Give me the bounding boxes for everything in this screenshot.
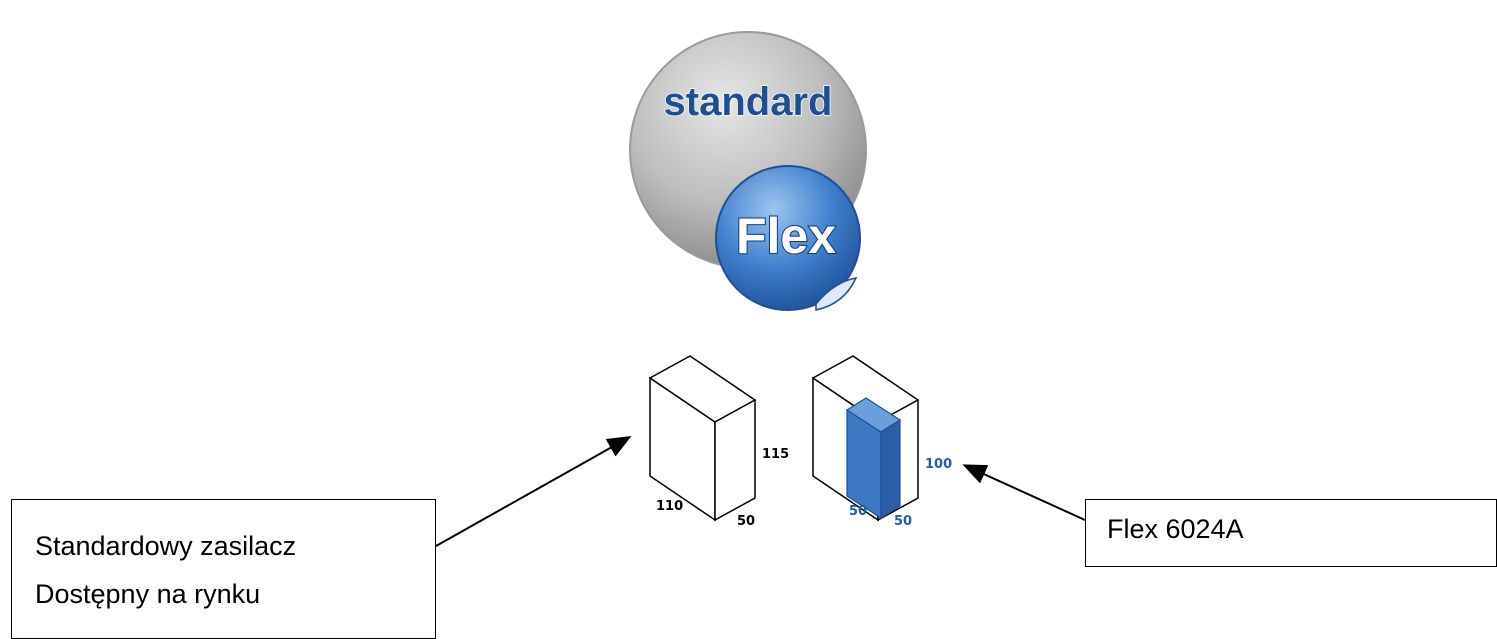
standard-psu-callout: Standardowy zasilacz Dostępny na rynku	[11, 499, 436, 639]
flex-psu-callout: Flex 6024A	[1085, 499, 1497, 567]
callout-left-line2: Dostępny na rynku	[35, 579, 261, 609]
standard-depth-label: 50	[737, 514, 755, 529]
standard-width-label: 110	[656, 499, 683, 514]
logo-word-flex: Flex	[736, 208, 836, 264]
size-comparison-diagram: 115 110 50 100 50 50	[435, 355, 1086, 547]
standard-height-label: 115	[762, 447, 789, 462]
flex-width-label: 50	[849, 504, 867, 519]
left-arrow	[435, 436, 632, 547]
standard-psu-box	[648, 355, 757, 522]
standard-flex-logo: standard Flex	[629, 31, 867, 311]
logo-word-standard: standard	[664, 80, 833, 124]
flex-depth-label: 50	[894, 514, 912, 529]
callout-left-line1: Standardowy zasilacz	[35, 531, 297, 561]
flex-psu-box	[811, 355, 920, 522]
blue-badge	[715, 165, 861, 311]
flex-height-label: 100	[925, 457, 952, 472]
callout-right-text: Flex 6024A	[1107, 514, 1244, 544]
right-arrow	[962, 464, 1086, 521]
badge-peel	[815, 277, 858, 311]
